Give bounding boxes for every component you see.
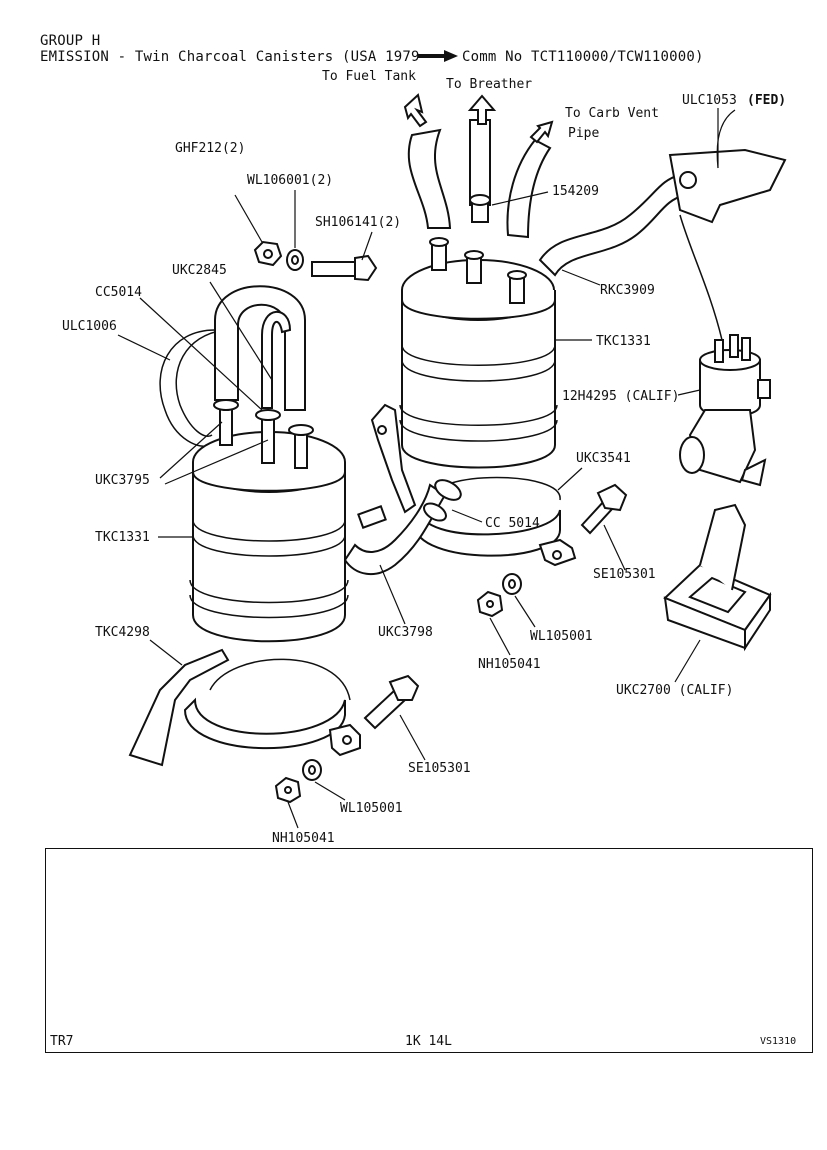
- label-ulc1053: ULC1053: [682, 93, 737, 108]
- label-rkc3909: RKC3909: [600, 283, 655, 298]
- bracket-ulc1053: [668, 148, 787, 224]
- label-to-fuel-tank: To Fuel Tank: [322, 69, 416, 84]
- hose-connector: [357, 505, 387, 529]
- bolt-se105301-lower: [363, 674, 420, 730]
- label-wl105001-upper: WL105001: [530, 629, 593, 644]
- group-heading: GROUP H: [40, 33, 101, 49]
- label-12h4295: 12H4295 (CALIF): [562, 389, 679, 404]
- label-ukc3795: UKC3795: [95, 473, 150, 488]
- label-ukc2700: UKC2700 (CALIF): [616, 683, 733, 698]
- diagram-title: EMISSION - Twin Charcoal Canisters (USA …: [40, 49, 420, 65]
- arrow-up-right-icon: [529, 120, 554, 144]
- arrow-up-icon: [467, 94, 497, 125]
- label-fed: (FED): [747, 93, 786, 108]
- label-cc5014-lower: CC 5014: [485, 516, 540, 531]
- valve-12h4295: [679, 334, 771, 487]
- lower-canister: [189, 399, 349, 643]
- notes-box: [45, 848, 813, 1053]
- washer-wl106001: [286, 249, 304, 271]
- bolt-sh106141: [311, 254, 378, 282]
- washer-wl105001-upper: [502, 573, 522, 595]
- label-wl106001: WL106001(2): [247, 173, 333, 188]
- footer-model: TR7: [50, 1034, 74, 1049]
- leader-lines: [117, 108, 736, 829]
- bolt-se105301-upper: [580, 483, 628, 535]
- label-ghf212: GHF212(2): [175, 141, 245, 156]
- hose-ukc2845: [214, 285, 306, 411]
- commission-range: Comm No TCT110000/TCW110000): [462, 49, 704, 65]
- label-to-breather: To Breather: [446, 77, 532, 92]
- label-tkc1331-lower: TKC1331: [95, 530, 150, 545]
- exploded-view-drawing: To Fuel Tank To Breather To Carb Vent Pi…: [62, 50, 787, 846]
- label-tkc4298: TKC4298: [95, 625, 150, 640]
- label-ukc2845: UKC2845: [172, 263, 227, 278]
- nut-nh105041-lower: [274, 776, 302, 804]
- clamp-tkc4298: [128, 648, 361, 767]
- label-se105301-lower: SE105301: [408, 761, 471, 776]
- hose-ulc1006: [159, 329, 226, 447]
- label-se105301-upper: SE105301: [593, 567, 656, 582]
- label-154209: 154209: [552, 184, 599, 199]
- label-nh105041-lower: NH105041: [272, 831, 335, 846]
- label-ukc3798: UKC3798: [378, 625, 433, 640]
- upper-canister: [399, 119, 558, 469]
- label-ukc3541: UKC3541: [576, 451, 631, 466]
- label-pipe: Pipe: [568, 126, 599, 141]
- hose-ukc3798: [343, 483, 447, 575]
- arrow-up-left-icon: [403, 93, 428, 128]
- label-tkc1331-upper: TKC1331: [596, 334, 651, 349]
- clip-cc5014: [434, 479, 462, 501]
- nut-nh105041-upper: [476, 590, 504, 618]
- label-nh105041-upper: NH105041: [478, 657, 541, 672]
- nut-ghf212: [253, 240, 283, 267]
- washer-wl105001-lower: [302, 759, 322, 781]
- bracket-bolt-hole: [377, 425, 387, 435]
- label-ulc1006: ULC1006: [62, 319, 117, 334]
- header-arrow-icon: [418, 50, 458, 62]
- label-wl105001-lower: WL105001: [340, 801, 403, 816]
- bracket-hole: [679, 171, 697, 189]
- clip-cc5014-lower: [423, 502, 447, 522]
- label-cc5014-upper: CC5014: [95, 285, 142, 300]
- bracket-ukc2700: [663, 503, 772, 652]
- footer-ref: VS1310: [760, 1036, 797, 1047]
- footer-page-code: 1K 14L: [405, 1034, 452, 1049]
- label-sh106141: SH106141(2): [315, 215, 401, 230]
- label-to-carb-vent: To Carb Vent: [565, 106, 659, 121]
